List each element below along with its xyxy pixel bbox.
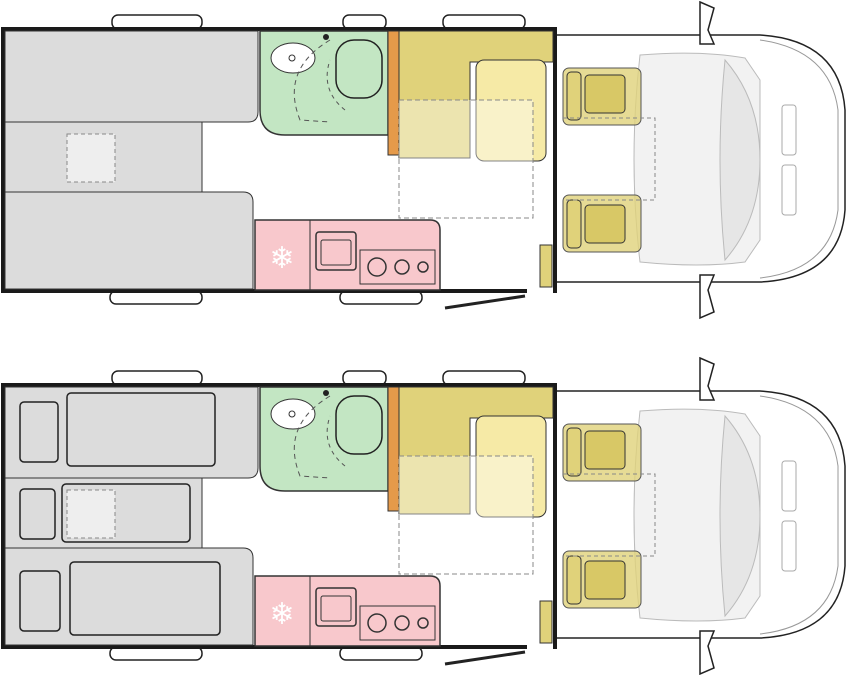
rear-lounge [4, 30, 259, 290]
mattress [69, 561, 221, 636]
rear-beds [4, 386, 259, 646]
pillow [19, 488, 56, 540]
mattress [66, 392, 216, 467]
pillow [19, 570, 61, 632]
hatch [66, 133, 116, 183]
floor-plan-bottom [3, 358, 845, 674]
floor-plan-top [3, 2, 845, 318]
pillow [19, 401, 59, 463]
hatch [66, 489, 116, 539]
